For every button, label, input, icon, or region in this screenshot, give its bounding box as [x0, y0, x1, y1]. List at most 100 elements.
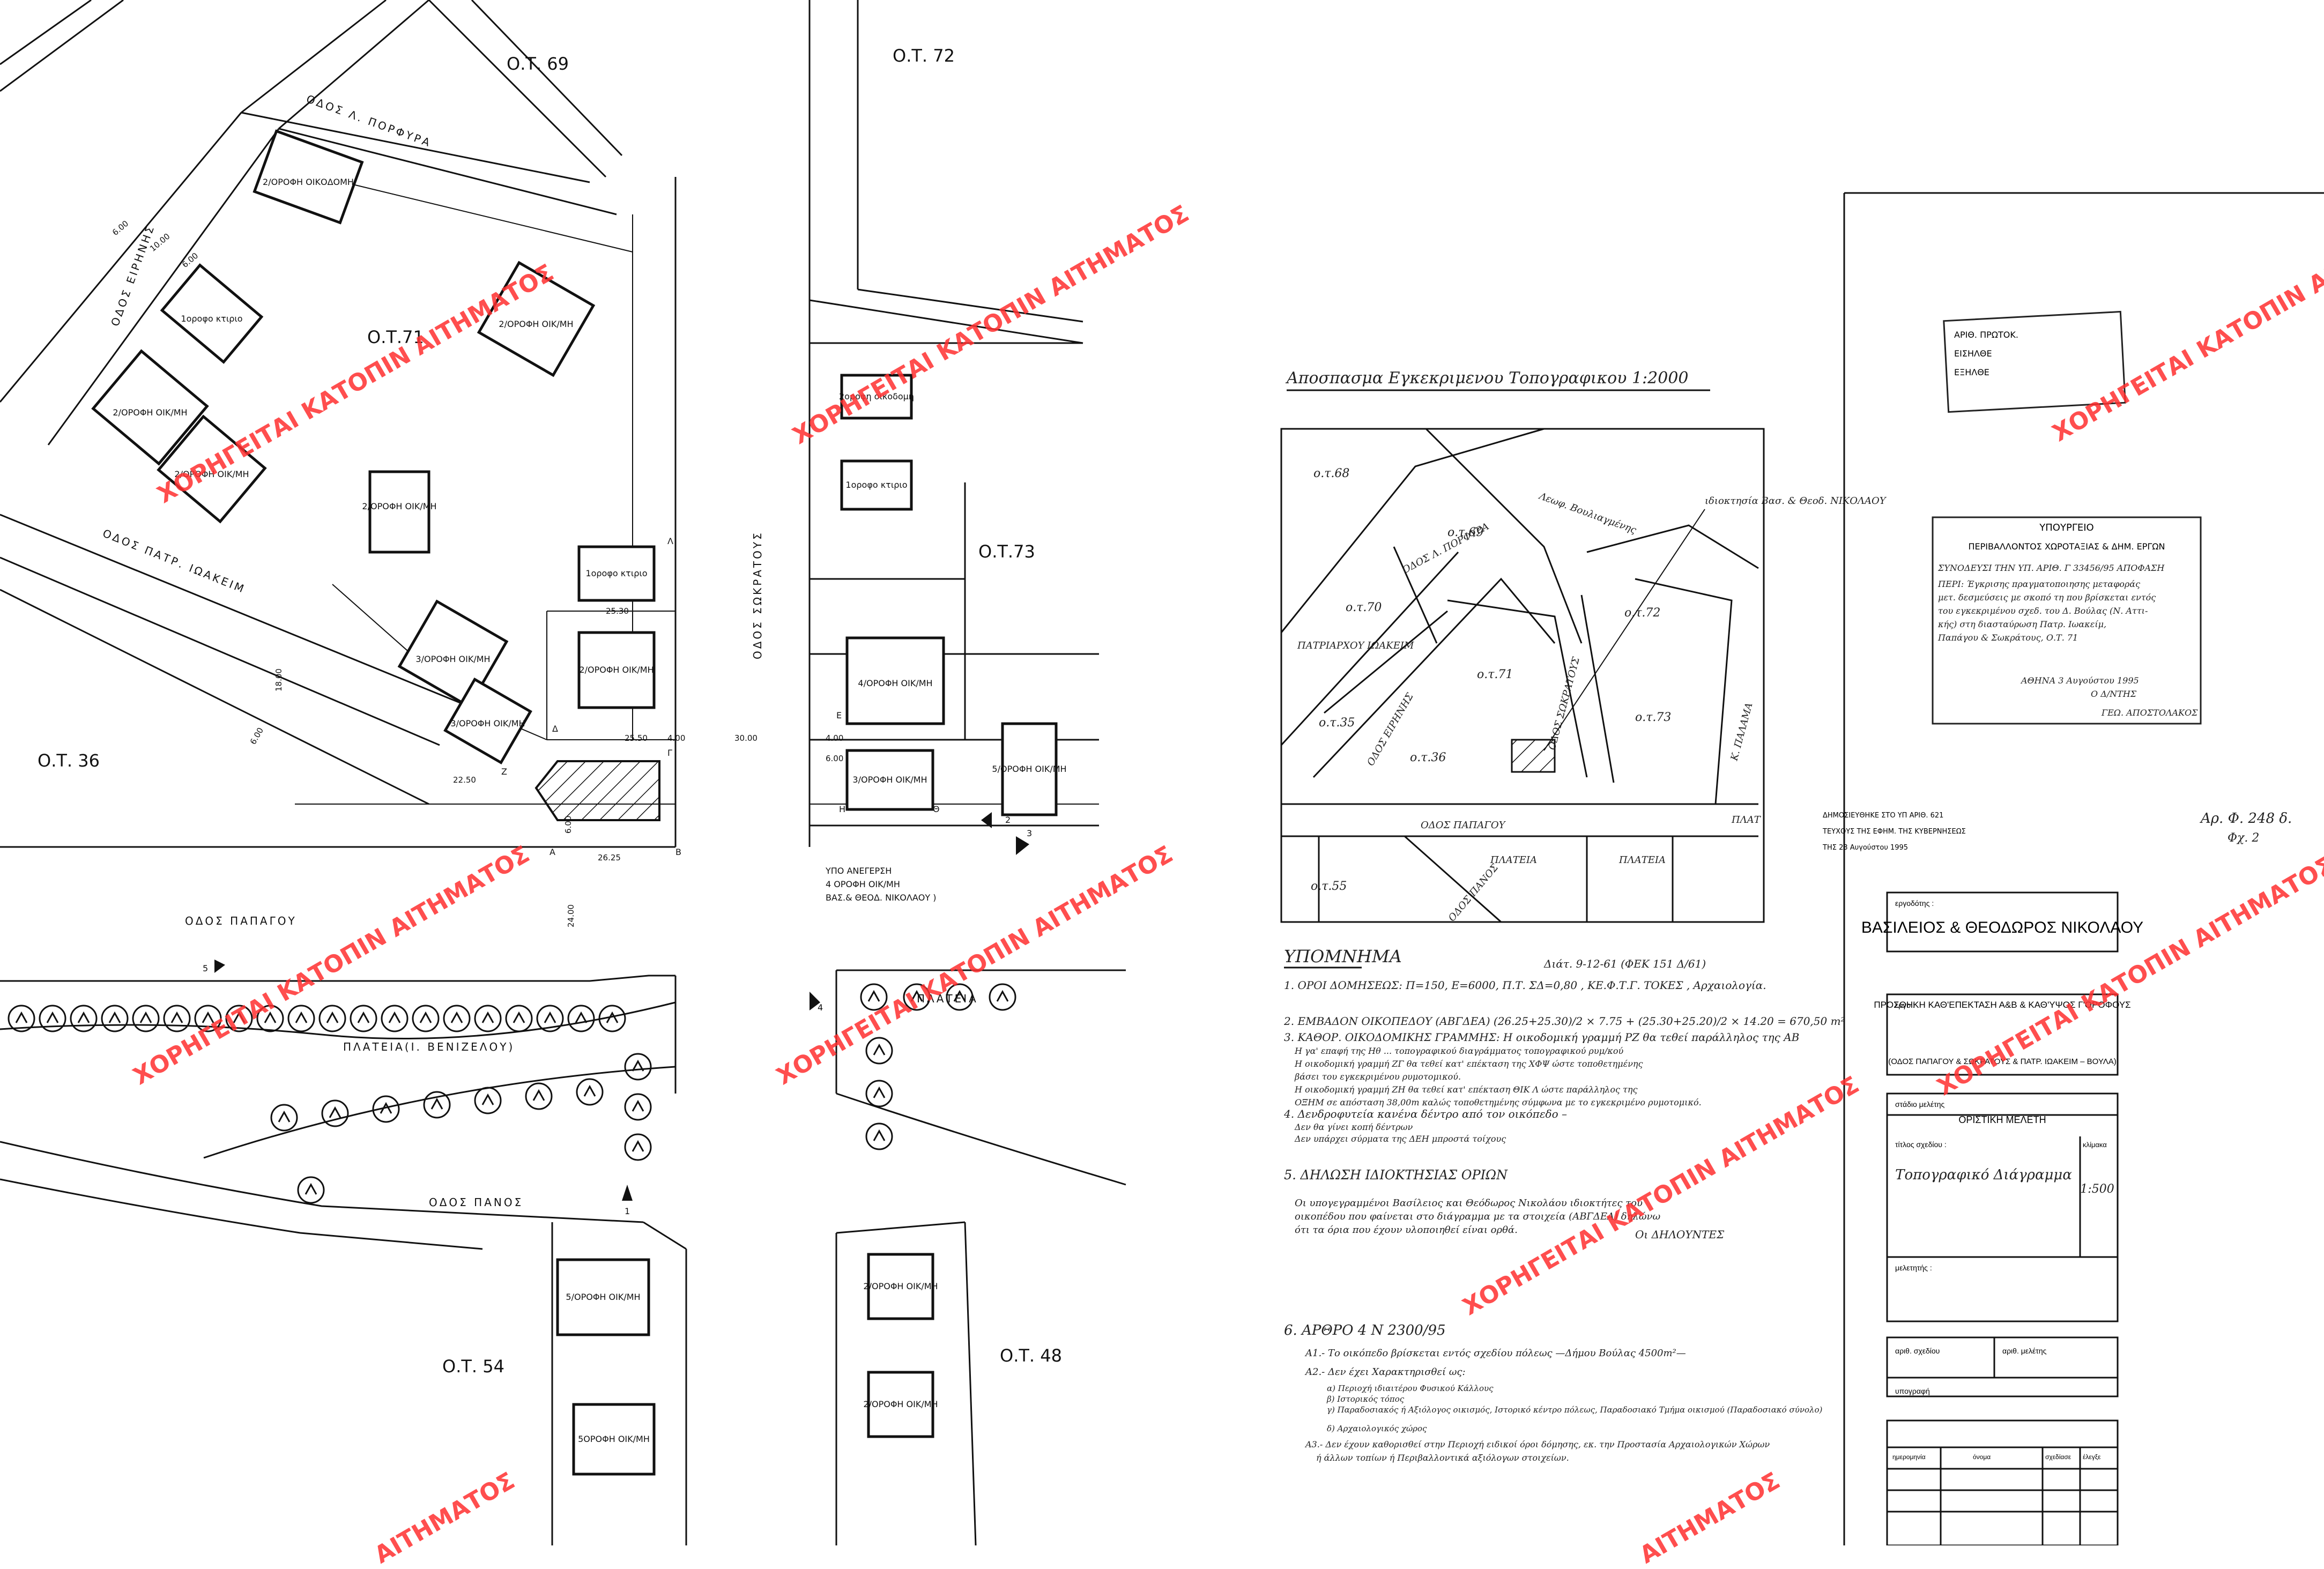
tree-icon [388, 1011, 401, 1023]
arrow-icon [1016, 836, 1029, 855]
revision-header: ημερομηνία [1892, 1453, 1926, 1461]
stamp-date: ΑΘΗΝΑ 3 Αυγούστου 1995 [2020, 675, 2139, 686]
street-label: ΟΔΟΣ ΠΑΝΟΣ [429, 1196, 523, 1209]
tree-icon [606, 1011, 619, 1023]
building-label: 3/ΟΡΟΦΗ ΟΙΚ/ΜΗ [852, 775, 927, 785]
tree-icon [321, 1099, 349, 1127]
construction-note: ΒΑΣ.& ΘΕΟΔ. ΝΙΚΟΛΑΟΥ ) [826, 893, 936, 903]
tree-icon [598, 1005, 626, 1032]
tree-icon [532, 1089, 545, 1101]
tree-icon [873, 1129, 886, 1141]
building-label: 5ΟΡΟΦΗ ΟΙΚ/ΜΗ [578, 1434, 650, 1444]
tree-icon [70, 1005, 98, 1032]
legend-line: Η γα' επαφή της Ηθ ... τοπογραφικού διαγ… [1294, 1046, 1623, 1056]
tree-icon [536, 1005, 564, 1032]
dimension: 22.50 [453, 775, 476, 785]
drawing-number-label: αριθ. σχεδίου [1895, 1347, 1940, 1355]
stamp-line: ΣΥΝΟΔΕΥΣΙ ΤΗΝ ΥΠ. ΑΡΙΘ. Γ 33456/95 ΑΠΟΦΑ… [1937, 563, 2165, 573]
tree-icon [170, 1011, 183, 1023]
scale-value: 1:500 [2080, 1183, 2114, 1196]
building-outlines [91, 129, 1058, 1476]
tree-icon [270, 1104, 298, 1132]
dimension: 4.00 [826, 733, 843, 743]
construction-note: 4 ΟΡΟΦΗ ΟΙΚ/ΜΗ [826, 879, 900, 889]
tree-icon [505, 1005, 533, 1032]
stamp-line: ΤΗΣ 23 Αυγούστου 1995 [1822, 844, 1908, 852]
article-line: α) Περιοχή ιδιαιτέρου Φυσικού Κάλλους [1327, 1384, 1494, 1393]
block-label: Ο.Τ. 48 [1000, 1345, 1062, 1366]
extract-street: Λεωφ. Βουλιαγμένης [1536, 490, 1638, 536]
tree-icon [264, 1011, 277, 1023]
owner-label: εργοδότης : [1895, 899, 1934, 908]
stage-value: ΟΡΙΣΤΙΚΗ ΜΕΛΕΤΗ [1958, 1114, 2046, 1125]
tree-icon [632, 1140, 644, 1152]
tree-icon [108, 1011, 121, 1023]
subject-plot-hatched [534, 760, 660, 821]
legend-line: οικοπέδου που φαίνεται στο διάγραμμα με … [1295, 1211, 1660, 1222]
tree-icon [297, 1176, 325, 1204]
dimension: 18.00 [274, 668, 284, 691]
tree-icon [412, 1005, 440, 1032]
arrow-icon [622, 1185, 633, 1201]
tree-icon [132, 1005, 160, 1032]
building-label: 2/ΟΡΟΦΗ ΟΙΚΟΔΟΜΗ [263, 177, 354, 187]
revision-header: έλεγξε [2083, 1453, 2101, 1461]
extract-block: ο.τ.36 [1410, 751, 1446, 764]
tree-icon [989, 983, 1016, 1011]
extract-block: ο.τ.68 [1313, 467, 1349, 480]
construction-note: ΥΠΟ ΑΝΕΓΕΡΣΗ [825, 866, 892, 876]
tree-icon [544, 1011, 556, 1023]
tree-icon [865, 1080, 893, 1107]
street-label: ΠΛΑΤΕΙΑ [917, 992, 978, 1005]
extract-block: ο.τ.72 [1624, 606, 1660, 620]
stamp-line: ΑΡΙΘ. ΠΡΩΤΟΚ. [1954, 330, 2018, 340]
tree-icon [865, 1122, 893, 1150]
building-label: 1οροφο κτιριο [585, 568, 647, 578]
stamp-line: μετ. δεσμεύσεις με σκοπό τη που βρίσκετα… [1938, 592, 2156, 603]
dimension: 25.30 [606, 606, 629, 616]
extract-street: ΟΔΟΣ ΕΙΡΗΝΗΣ [1365, 691, 1416, 768]
tree-icon [423, 1091, 451, 1119]
vertex-label: Η [839, 804, 845, 814]
tree-icon [450, 1011, 463, 1023]
block-label: Ο.Τ. 72 [893, 46, 955, 66]
dimension: 6.00 [563, 816, 573, 834]
tree-icon [372, 1095, 400, 1123]
plaza-trees [8, 983, 1016, 1204]
building-label: 2/ΟΡΟΦΗ ΟΙΚ/ΜΗ [174, 469, 249, 479]
extract-street: ΟΔΟΣ Λ. ΠΟΡΦΥΡΑ [1400, 520, 1491, 576]
dimension: 25.50 [625, 733, 648, 743]
tree-icon [163, 1005, 191, 1032]
article-line: Α3.- Δεν έχουν καθορισθεί στην Περιοχή ε… [1304, 1439, 1770, 1449]
stamp-signer: ΓΕΩ. ΑΠΟΣΤΟΛΑΚΟΣ [2101, 708, 2198, 718]
legend-line: 5. ΔΗΛΩΣΗ ΙΔΙΟΚΤΗΣΙΑΣ ΟΡΙΩΝ [1284, 1168, 1508, 1183]
designers-label: μελετητής : [1895, 1263, 1932, 1272]
tree-icon [139, 1011, 152, 1023]
tree-icon [77, 1011, 90, 1023]
tree-icon [474, 1005, 502, 1032]
tree-icon [256, 1005, 284, 1032]
section-mark: 3 [1027, 828, 1032, 838]
section-mark: 2 [1005, 815, 1011, 825]
tree-icon [357, 1011, 370, 1023]
extract-street: ΟΔΟΣ ΠΑΠΑΓΟΥ [1421, 820, 1506, 831]
extract-title: Αποσπασμα Εγκεκριμενου Τοπογραφικου 1:20… [1285, 369, 1689, 388]
legend-line: ΟΞΗΜ σε απόσταση 38,00m καλώς τοποθετημέ… [1295, 1097, 1702, 1107]
sheet-number: Φχ. 2 [2228, 831, 2259, 845]
extract-map: Αποσπασμα Εγκεκριμενου Τοπογραφικου 1:20… [1280, 369, 1887, 924]
dimension: 6.00 [110, 219, 130, 237]
drawing-title: Τοπογραφικό Διάγραμμα [1895, 1167, 2072, 1183]
tree-icon [953, 990, 966, 1002]
tree-icon [873, 1086, 886, 1098]
tree-icon [46, 1011, 59, 1023]
tree-icon [430, 1097, 443, 1110]
legend-line: Οι ΔΗΛΟΥΝΤΕΣ [1635, 1228, 1725, 1241]
legend-title: ΥΠΟΜΝΗΜΑ [1284, 946, 1402, 966]
tree-icon [624, 1093, 652, 1121]
tree-icon [318, 1005, 346, 1032]
extract-property-note: ιδιοκτησία Βασ. & Θεοδ. ΝΙΚΟΛΑΟΥ [1705, 495, 1887, 507]
article-line: ή άλλων τοπίων ή Περιβαλλοντικά αξιόλογω… [1316, 1453, 1569, 1463]
extract-street: Κ. ΠΑΛΑΜΑ [1728, 702, 1755, 763]
ministry-stamp: ΥΠΟΥΡΓΕΙΟ ΠΕΡΙΒΑΛΛΟΝΤΟΣ ΧΩΡΟΤΑΞΙΑΣ & ΔΗΜ… [1932, 516, 2202, 725]
extract-street: ΠΑΤΡΙΑΡΧΟΥ ΙΩΑΚΕΙΜ [1297, 640, 1414, 651]
